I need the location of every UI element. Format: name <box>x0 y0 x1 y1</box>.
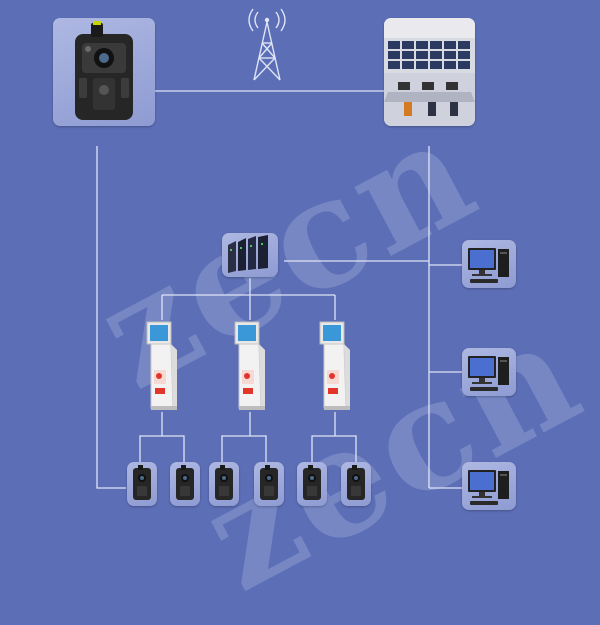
desktop-computer-icon <box>468 248 509 283</box>
kiosk-terminal-icon <box>146 321 177 410</box>
body-camera-icon <box>176 465 194 500</box>
dock-cam-5 <box>297 462 327 506</box>
dock-cam-4 <box>254 462 284 506</box>
kiosk-terminal-icon <box>319 321 350 410</box>
dock-cam-1 <box>127 462 157 506</box>
network-diagram: zecn zecn <box>53 8 600 625</box>
link-camera-to-docks <box>96 146 126 489</box>
dock-cam-3 <box>209 462 239 506</box>
body-camera-tile <box>53 18 155 126</box>
workstation-2 <box>462 348 516 396</box>
dock-cam-2 <box>170 462 200 506</box>
desktop-computer-icon <box>468 356 509 391</box>
control-room-photo <box>384 18 475 126</box>
workstation-3 <box>462 462 516 510</box>
body-camera-icon <box>347 465 365 500</box>
body-camera-icon <box>133 465 151 500</box>
kiosk-1 <box>141 320 183 412</box>
connector-lines <box>96 90 462 489</box>
kiosk-terminal-icon <box>234 321 265 410</box>
server-rack-icon <box>228 235 268 273</box>
desktop-computer-icon <box>468 470 509 505</box>
body-camera-icon <box>260 465 278 500</box>
body-camera-icon <box>215 465 233 500</box>
storage-server-tile <box>222 233 278 277</box>
kiosk-3 <box>314 320 356 412</box>
monitoring-center-tile <box>384 18 475 126</box>
dock-cam-6 <box>341 462 371 506</box>
body-camera-icon <box>303 465 321 500</box>
body-camera-icon <box>75 21 133 120</box>
cell-tower-icon <box>248 8 286 81</box>
workstation-1 <box>462 240 516 288</box>
kiosk-2 <box>229 320 271 412</box>
